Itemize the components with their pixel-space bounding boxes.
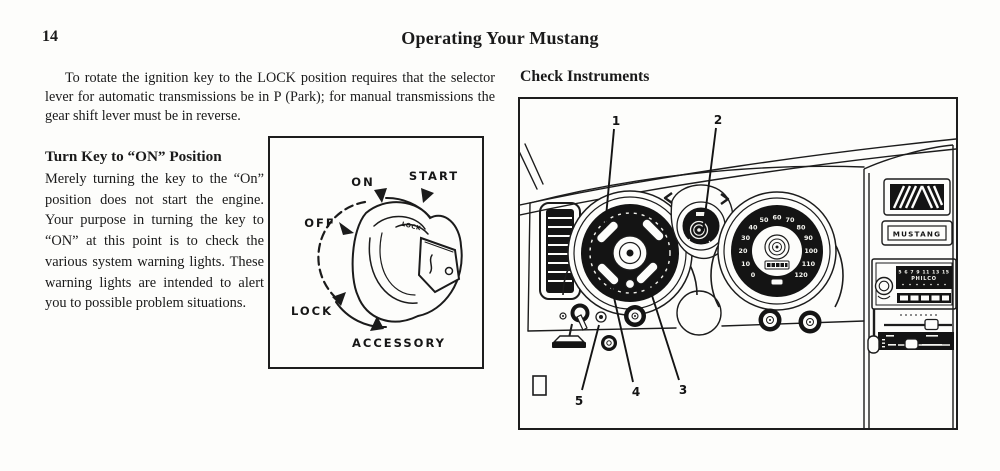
intro-paragraph: To rotate the ignition key to the LOCK p… [45, 70, 495, 125]
windshield-curve-2 [520, 148, 956, 216]
speedo-tick: 70 [786, 216, 795, 224]
speedo-tick: 10 [741, 260, 750, 268]
glovebox-nameplate: MUSTANG [881, 220, 953, 246]
fuel-gauge [670, 184, 734, 260]
warning-light-gauge [562, 190, 698, 316]
radio: 5 6 7 9 11 13 15 PHILCO [871, 258, 956, 310]
dashboard-illustration: 0 10 20 30 40 50 60 70 80 90 100 110 120 [520, 113, 956, 428]
heater-slider-knob-1 [924, 318, 939, 331]
callout-2: 2 [714, 113, 722, 127]
wiper-knob [624, 305, 646, 327]
switch-crescent-3 [379, 232, 416, 296]
callout-5-line [581, 324, 600, 391]
heater-controls [867, 309, 954, 354]
gauge-reset-knob [624, 278, 636, 290]
a-pillar-line-2 [524, 143, 544, 185]
check-instruments-heading: Check Instruments [520, 68, 650, 85]
key-head [417, 236, 461, 294]
callout-2-line [702, 127, 717, 232]
dial-dashed-arc [317, 200, 367, 298]
warning-light-window-1 [596, 220, 619, 244]
label-bezel-lock: LOCK [401, 221, 422, 233]
left-turn-arrow-icon [663, 192, 673, 204]
section-body: Merely turning the key to the “On” posit… [45, 171, 264, 312]
page-title: Operating Your Mustang [401, 28, 599, 48]
key-hole [444, 266, 454, 276]
radio-dial-numbers: 5 6 7 9 11 13 15 [898, 270, 949, 276]
on-arrow-icon [374, 188, 387, 203]
lock-arrow-icon [332, 292, 346, 306]
panel-left-edge [527, 202, 531, 332]
legend-rect-symbol [532, 375, 547, 396]
speedo-tick: 30 [741, 234, 750, 242]
warning-light-window-2 [641, 218, 665, 242]
keyway-slot [429, 254, 433, 274]
start-arrow-icon [421, 188, 434, 203]
small-indicator-dot [559, 312, 567, 320]
speedo-tick: 100 [804, 247, 818, 255]
speedo-tick: 60 [773, 214, 782, 222]
callout-1-line [604, 128, 615, 229]
console-top-edge [863, 144, 954, 170]
speedo-tick: 120 [794, 271, 808, 279]
callout-4-line [610, 283, 634, 383]
callout-3: 3 [679, 383, 687, 397]
ignition-diagram: ON START OFF LOCK ACCESSORY LOCK [291, 169, 463, 350]
speedo-tick: 80 [797, 224, 806, 232]
nameplate-text: MUSTANG [893, 230, 941, 239]
speedo-tick: 0 [751, 271, 756, 279]
warning-light-window-3 [596, 262, 620, 286]
switch-crescent-1 [373, 215, 426, 230]
speedo-tick: 90 [804, 234, 813, 242]
speedo-tick: 20 [739, 247, 748, 255]
hood-release-handle [552, 323, 586, 348]
switch-crescent-2 [368, 237, 418, 304]
right-knob-2 [798, 310, 822, 334]
steering-column-circle [676, 290, 722, 336]
key-edge-line [424, 241, 454, 253]
dash-lower-line-right [721, 320, 865, 327]
speedo-tick: 40 [749, 224, 758, 232]
bezel-band [395, 223, 429, 235]
label-lock: LOCK [291, 304, 333, 318]
heater-lever-knob [867, 335, 880, 354]
callout-4: 4 [632, 385, 640, 399]
radio-knob [874, 276, 894, 296]
off-arrow-icon [339, 222, 354, 235]
headlight-switch [570, 303, 590, 331]
warning-light-window-4 [635, 261, 659, 285]
speedo-tick: 110 [802, 260, 816, 268]
callout-1: 1 [612, 114, 620, 128]
speedo-tick: 50 [760, 216, 769, 224]
panel-top-edge [529, 165, 865, 204]
label-start: START [409, 169, 459, 183]
radio-dial-panel [896, 266, 952, 289]
dashboard-illustration-box: 0 10 20 30 40 50 60 70 80 90 100 110 120 [518, 97, 958, 430]
section-heading: Turn Key to “ON” Position [45, 148, 222, 165]
right-knob-1 [758, 308, 782, 332]
label-off: OFF [304, 216, 336, 230]
ignition-diagram-box: ON START OFF LOCK ACCESSORY LOCK [268, 136, 484, 369]
lower-knob [601, 335, 617, 351]
accessory-arrow-icon [370, 316, 384, 331]
heater-slider-knob-2 [904, 338, 919, 350]
windshield-curve-1 [520, 138, 956, 206]
page-number: 14 [42, 28, 58, 45]
trip-reset [770, 278, 784, 286]
label-on: ON [351, 175, 374, 189]
radio-brand: PHILCO [911, 276, 937, 282]
callout-5: 5 [575, 394, 583, 408]
dash-lower-line-left [527, 327, 677, 332]
callout-3-line [647, 282, 680, 381]
defroster-vent-frame [883, 178, 951, 216]
right-turn-arrow-icon [720, 193, 730, 205]
speedometer: 0 10 20 30 40 50 60 70 80 90 100 110 120 [710, 191, 844, 311]
a-pillar-line-1 [520, 151, 538, 190]
label-accessory: ACCESSORY [352, 336, 446, 350]
